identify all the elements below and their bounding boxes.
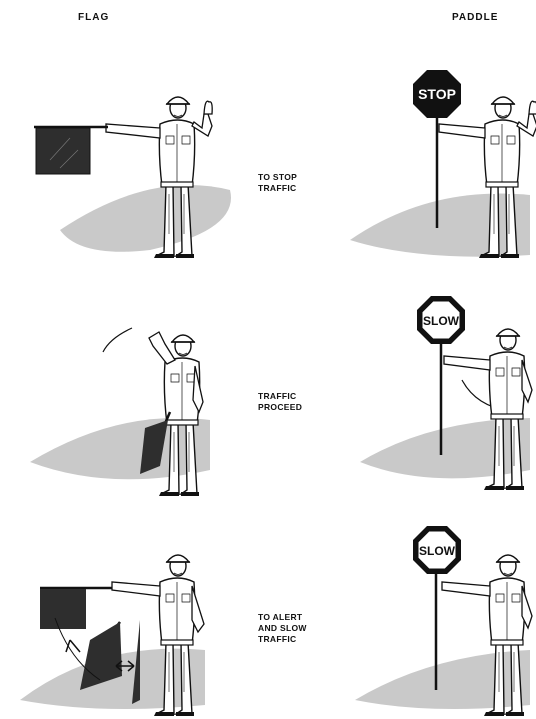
ground-shadow: [350, 193, 530, 256]
flag: [40, 589, 86, 629]
motion-arc: [103, 328, 132, 352]
ground-shadow: [360, 418, 530, 478]
flag-proceed-figure: [30, 328, 210, 496]
paddle-proceed-figure: SLOW: [360, 296, 532, 490]
ground-shadow: [30, 418, 210, 479]
paddle-sign-text: SLOW: [423, 314, 460, 328]
ground-shadow: [60, 185, 231, 252]
paddle-sign-text: SLOW: [419, 544, 456, 558]
paddle-alert-figure: SLOW: [355, 526, 532, 716]
paddle-sign-text: STOP: [418, 86, 456, 102]
flag-stop-figure: [34, 97, 231, 258]
flag-alert-figure: [20, 555, 205, 716]
flag: [36, 128, 90, 174]
paddle-stop-figure: STOP: [350, 70, 536, 258]
